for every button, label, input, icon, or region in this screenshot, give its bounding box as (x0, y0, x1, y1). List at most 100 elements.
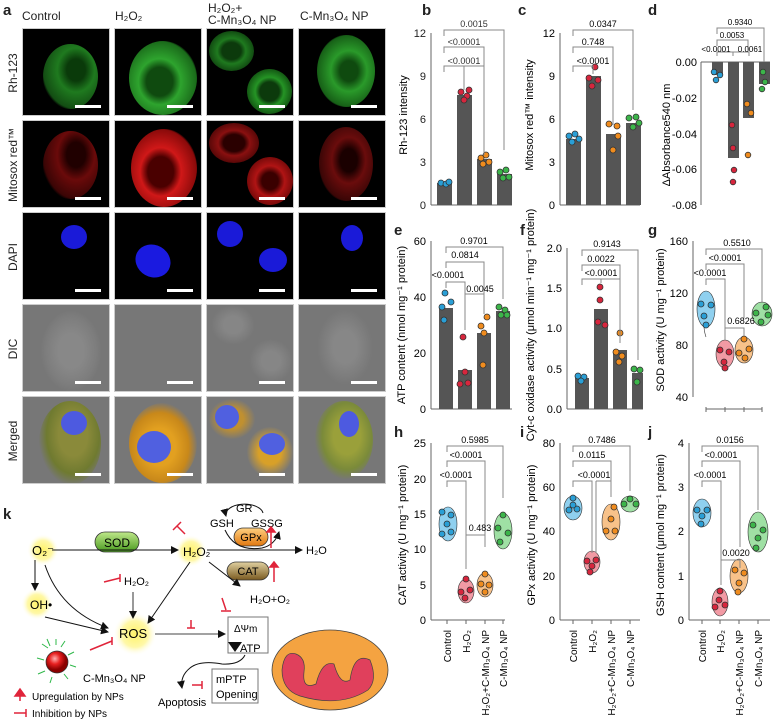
panel-label-k: k (3, 506, 12, 523)
tick: -0.08 (672, 200, 697, 212)
node-h2o2-secondary: H₂O₂ (124, 576, 149, 588)
chart-j: 0 1 2 3 4 0.0156 <0.0001 <0.0001 0.0020 … (655, 435, 770, 716)
inhibition-icon (192, 681, 203, 689)
p-value: <0.0001 (448, 37, 481, 47)
inhibition-icon (172, 521, 186, 535)
chart-i: 0 20 40 60 80 0.7486 0.0115 <0.0001 GPx … (526, 435, 640, 716)
p-value: <0.0001 (448, 56, 481, 66)
image-mitosox-control (22, 120, 110, 208)
tick: 1.0 (547, 323, 562, 335)
tick: 0 (678, 615, 684, 627)
panel-label-g: g (648, 222, 658, 239)
image-dapi-control (22, 212, 110, 300)
upregulation-icon (265, 525, 277, 548)
y-axis-label: SOD activity (U mg⁻¹ protein) (655, 248, 667, 391)
tick: 1.5 (547, 283, 562, 295)
image-rh123-control (22, 28, 110, 116)
cat-label: CAT (237, 566, 258, 578)
tick: 0 (420, 404, 426, 416)
tick: 3 (420, 157, 426, 169)
tick: 40 (543, 526, 555, 538)
inhibition-icon (187, 620, 195, 629)
panel-label-a: a (3, 2, 12, 19)
image-dic-combo (206, 304, 294, 392)
y-axis-label: Mitosox red™ intensity (524, 59, 536, 171)
np-label: C-Mn₃O₄ NP (83, 673, 146, 685)
tick: 20 (414, 474, 426, 486)
tick: 120 (670, 288, 688, 300)
chart-e: 0 20 40 60 0.9701 0.0814 <0.0001 0.0045 … (396, 236, 512, 416)
panel-label-j: j (648, 424, 653, 441)
image-dapi-combo (206, 212, 294, 300)
tick: 9 (549, 71, 555, 83)
x-tick-label: C-Mn₃O₄ NP (626, 630, 637, 687)
column-header-h2o2: H₂O₂ (115, 9, 143, 23)
x-tick-label: C-Mn₃O₄ NP (754, 630, 765, 687)
chart-d: 0.00 -0.02 -0.04 -0.06 -0.08 0.9340 0.00… (661, 18, 770, 212)
tick: 0 (549, 200, 555, 212)
panel-label-f: f (520, 222, 525, 239)
p-value: <0.0001 (701, 45, 731, 54)
tick: 1 (678, 571, 684, 583)
tick: 2.0 (547, 243, 562, 255)
p-value: 0.9701 (460, 236, 488, 246)
image-mitosox-np (298, 120, 386, 208)
tick: 40 (414, 292, 426, 304)
node-hydroxyl: OH• (30, 598, 52, 612)
diagram-k: O₂⁻ SOD H₂O₂ H₂O₂ OH• ROS C-Mn₃O₄ NP Upr… (13, 503, 389, 720)
tick: 25 (414, 438, 426, 450)
tick: 20 (414, 348, 426, 360)
p-value: 0.0347 (589, 19, 617, 29)
upregulation-icon (268, 560, 280, 582)
x-tick-label: H₂O₂+C-Mn₃O₄ NP (481, 630, 492, 716)
node-apoptosis: Apoptosis (158, 697, 207, 709)
p-value: 0.6826 (727, 316, 755, 326)
x-tick-label: C-Mn₃O₄ NP (499, 630, 510, 687)
inhibition-icon (89, 637, 113, 651)
p-value: <0.0001 (578, 470, 611, 480)
p-value: 0.0814 (451, 250, 479, 260)
image-mitosox-combo (206, 120, 294, 208)
p-value: 0.0020 (722, 548, 750, 558)
panel-label-h: h (394, 424, 404, 441)
panel-label-d: d (648, 2, 658, 19)
tick: 0 (420, 200, 426, 212)
x-tick-label: H₂O₂ (588, 630, 599, 653)
p-value: 0.5510 (723, 238, 751, 248)
node-ros: ROS (119, 626, 148, 641)
tick: 0.00 (676, 57, 697, 69)
tick: 15 (414, 509, 426, 521)
image-dic-h2o2 (114, 304, 202, 392)
p-value: <0.0001 (694, 470, 727, 480)
tick: 5 (420, 580, 426, 592)
tick: 12 (543, 28, 555, 40)
tick: 6 (549, 114, 555, 126)
cat-enzyme (226, 561, 270, 581)
nanoparticle-icon (36, 638, 77, 684)
p-value: <0.0001 (705, 450, 738, 460)
legend-upregulation: Upregulation by NPs (32, 692, 124, 703)
tick: 80 (676, 340, 688, 352)
p-value: <0.0001 (694, 268, 727, 278)
tick: 6 (420, 114, 426, 126)
y-axis-label: GPx activity (U mg⁻¹ protein) (526, 465, 538, 606)
tick: 40 (676, 392, 688, 404)
tick: -0.06 (672, 164, 697, 176)
p-value: <0.0001 (577, 56, 610, 66)
y-axis-label: CAT activity (U mg⁻¹ protein) (397, 465, 409, 605)
x-tick-label: Control (698, 630, 709, 662)
y-axis-label: GSH content (μmol mg⁻¹ protein) (655, 454, 667, 616)
node-gssg: GSSG (251, 518, 283, 530)
x-tick-label: H₂O₂ (716, 630, 727, 653)
image-merged-combo (206, 396, 294, 484)
node-h2o2: H₂O₂ (183, 545, 211, 559)
tick: 10 (414, 544, 426, 556)
tick: 0 (420, 615, 426, 627)
image-mitosox-h2o2 (114, 120, 202, 208)
image-merged-np (298, 396, 386, 484)
chart-b: 0 3 6 9 12 0.0015 <0.0001 <0.0001 Rh-123… (398, 19, 513, 212)
node-opening: Opening (216, 689, 258, 701)
inhibition-icon (103, 574, 121, 583)
p-value: 0.0015 (460, 19, 488, 29)
